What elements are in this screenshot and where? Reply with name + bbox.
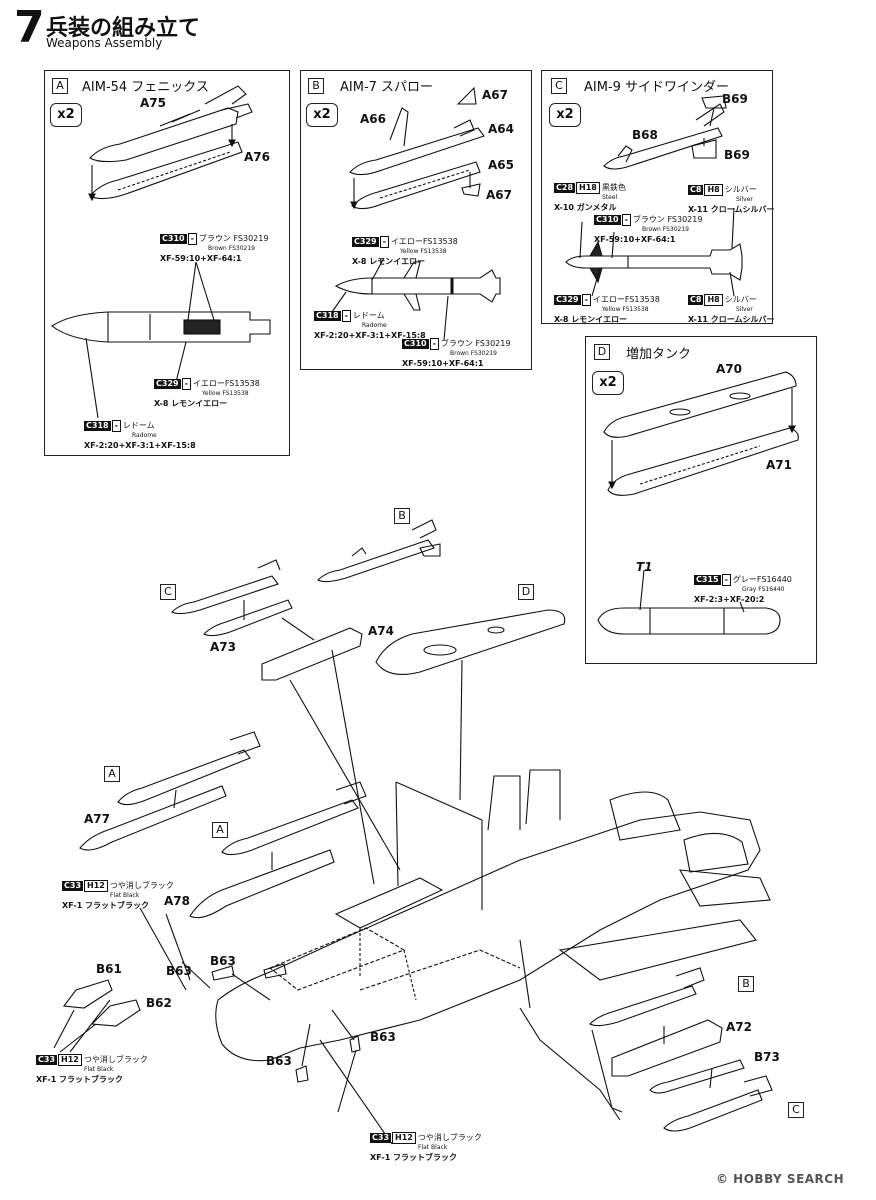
part-a64: A64	[488, 122, 514, 136]
part-b63-d: B63	[266, 1054, 292, 1068]
part-a71: A71	[766, 458, 792, 472]
callout-b-lower: B	[738, 976, 754, 992]
part-a65: A65	[488, 158, 514, 172]
panel-d-letter: D	[594, 344, 610, 360]
panel-d-qty: x2	[592, 371, 624, 395]
callout-c-upper: C	[160, 584, 176, 600]
panel-a-qty: x2	[50, 103, 82, 127]
part-t1: T1	[636, 560, 653, 574]
panel-c-letter: C	[551, 78, 567, 94]
part-b62: B62	[146, 996, 172, 1010]
step-subtitle: Weapons Assembly	[46, 36, 163, 50]
callout-a-mid: A	[212, 822, 228, 838]
part-b63-a: B63	[166, 964, 192, 978]
part-a66: A66	[360, 112, 386, 126]
part-b63-c: B63	[370, 1030, 396, 1044]
part-b69-bottom: B69	[724, 148, 750, 162]
panel-b-title: AIM-7 スパロー	[340, 80, 434, 95]
step-title: 兵装の組み立て	[46, 16, 201, 41]
part-b68: B68	[632, 128, 658, 142]
part-b73: B73	[754, 1050, 780, 1064]
part-a74: A74	[368, 624, 394, 638]
watermark: © HOBBY SEARCH	[716, 1172, 845, 1186]
panel-c-title: AIM-9 サイドワインダー	[584, 80, 730, 95]
part-a75: A75	[140, 96, 166, 110]
part-b61: B61	[96, 962, 122, 976]
part-b69-top: B69	[722, 92, 748, 106]
part-a77: A77	[84, 812, 110, 826]
part-a76: A76	[244, 150, 270, 164]
panel-c-qty: x2	[549, 103, 581, 127]
panel-d-title: 増加タンク	[626, 347, 692, 362]
part-a70: A70	[716, 362, 742, 376]
callout-d-upper: D	[518, 584, 534, 600]
part-b63-b: B63	[210, 954, 236, 968]
callout-a-left: A	[104, 766, 120, 782]
panel-a-letter: A	[52, 78, 68, 94]
part-a78: A78	[164, 894, 190, 908]
part-a67-top: A67	[482, 88, 508, 102]
callout-c-lower: C	[788, 1102, 804, 1118]
panel-a-title: AIM-54 フェニックス	[82, 80, 209, 95]
step-number: 7	[14, 2, 45, 53]
panel-b-qty: x2	[306, 103, 338, 127]
panel-b-letter: B	[308, 78, 324, 94]
callout-b-upper: B	[394, 508, 410, 524]
part-a73: A73	[210, 640, 236, 654]
part-a72: A72	[726, 1020, 752, 1034]
panel-a-aim54	[44, 70, 290, 456]
part-a67-bottom: A67	[486, 188, 512, 202]
